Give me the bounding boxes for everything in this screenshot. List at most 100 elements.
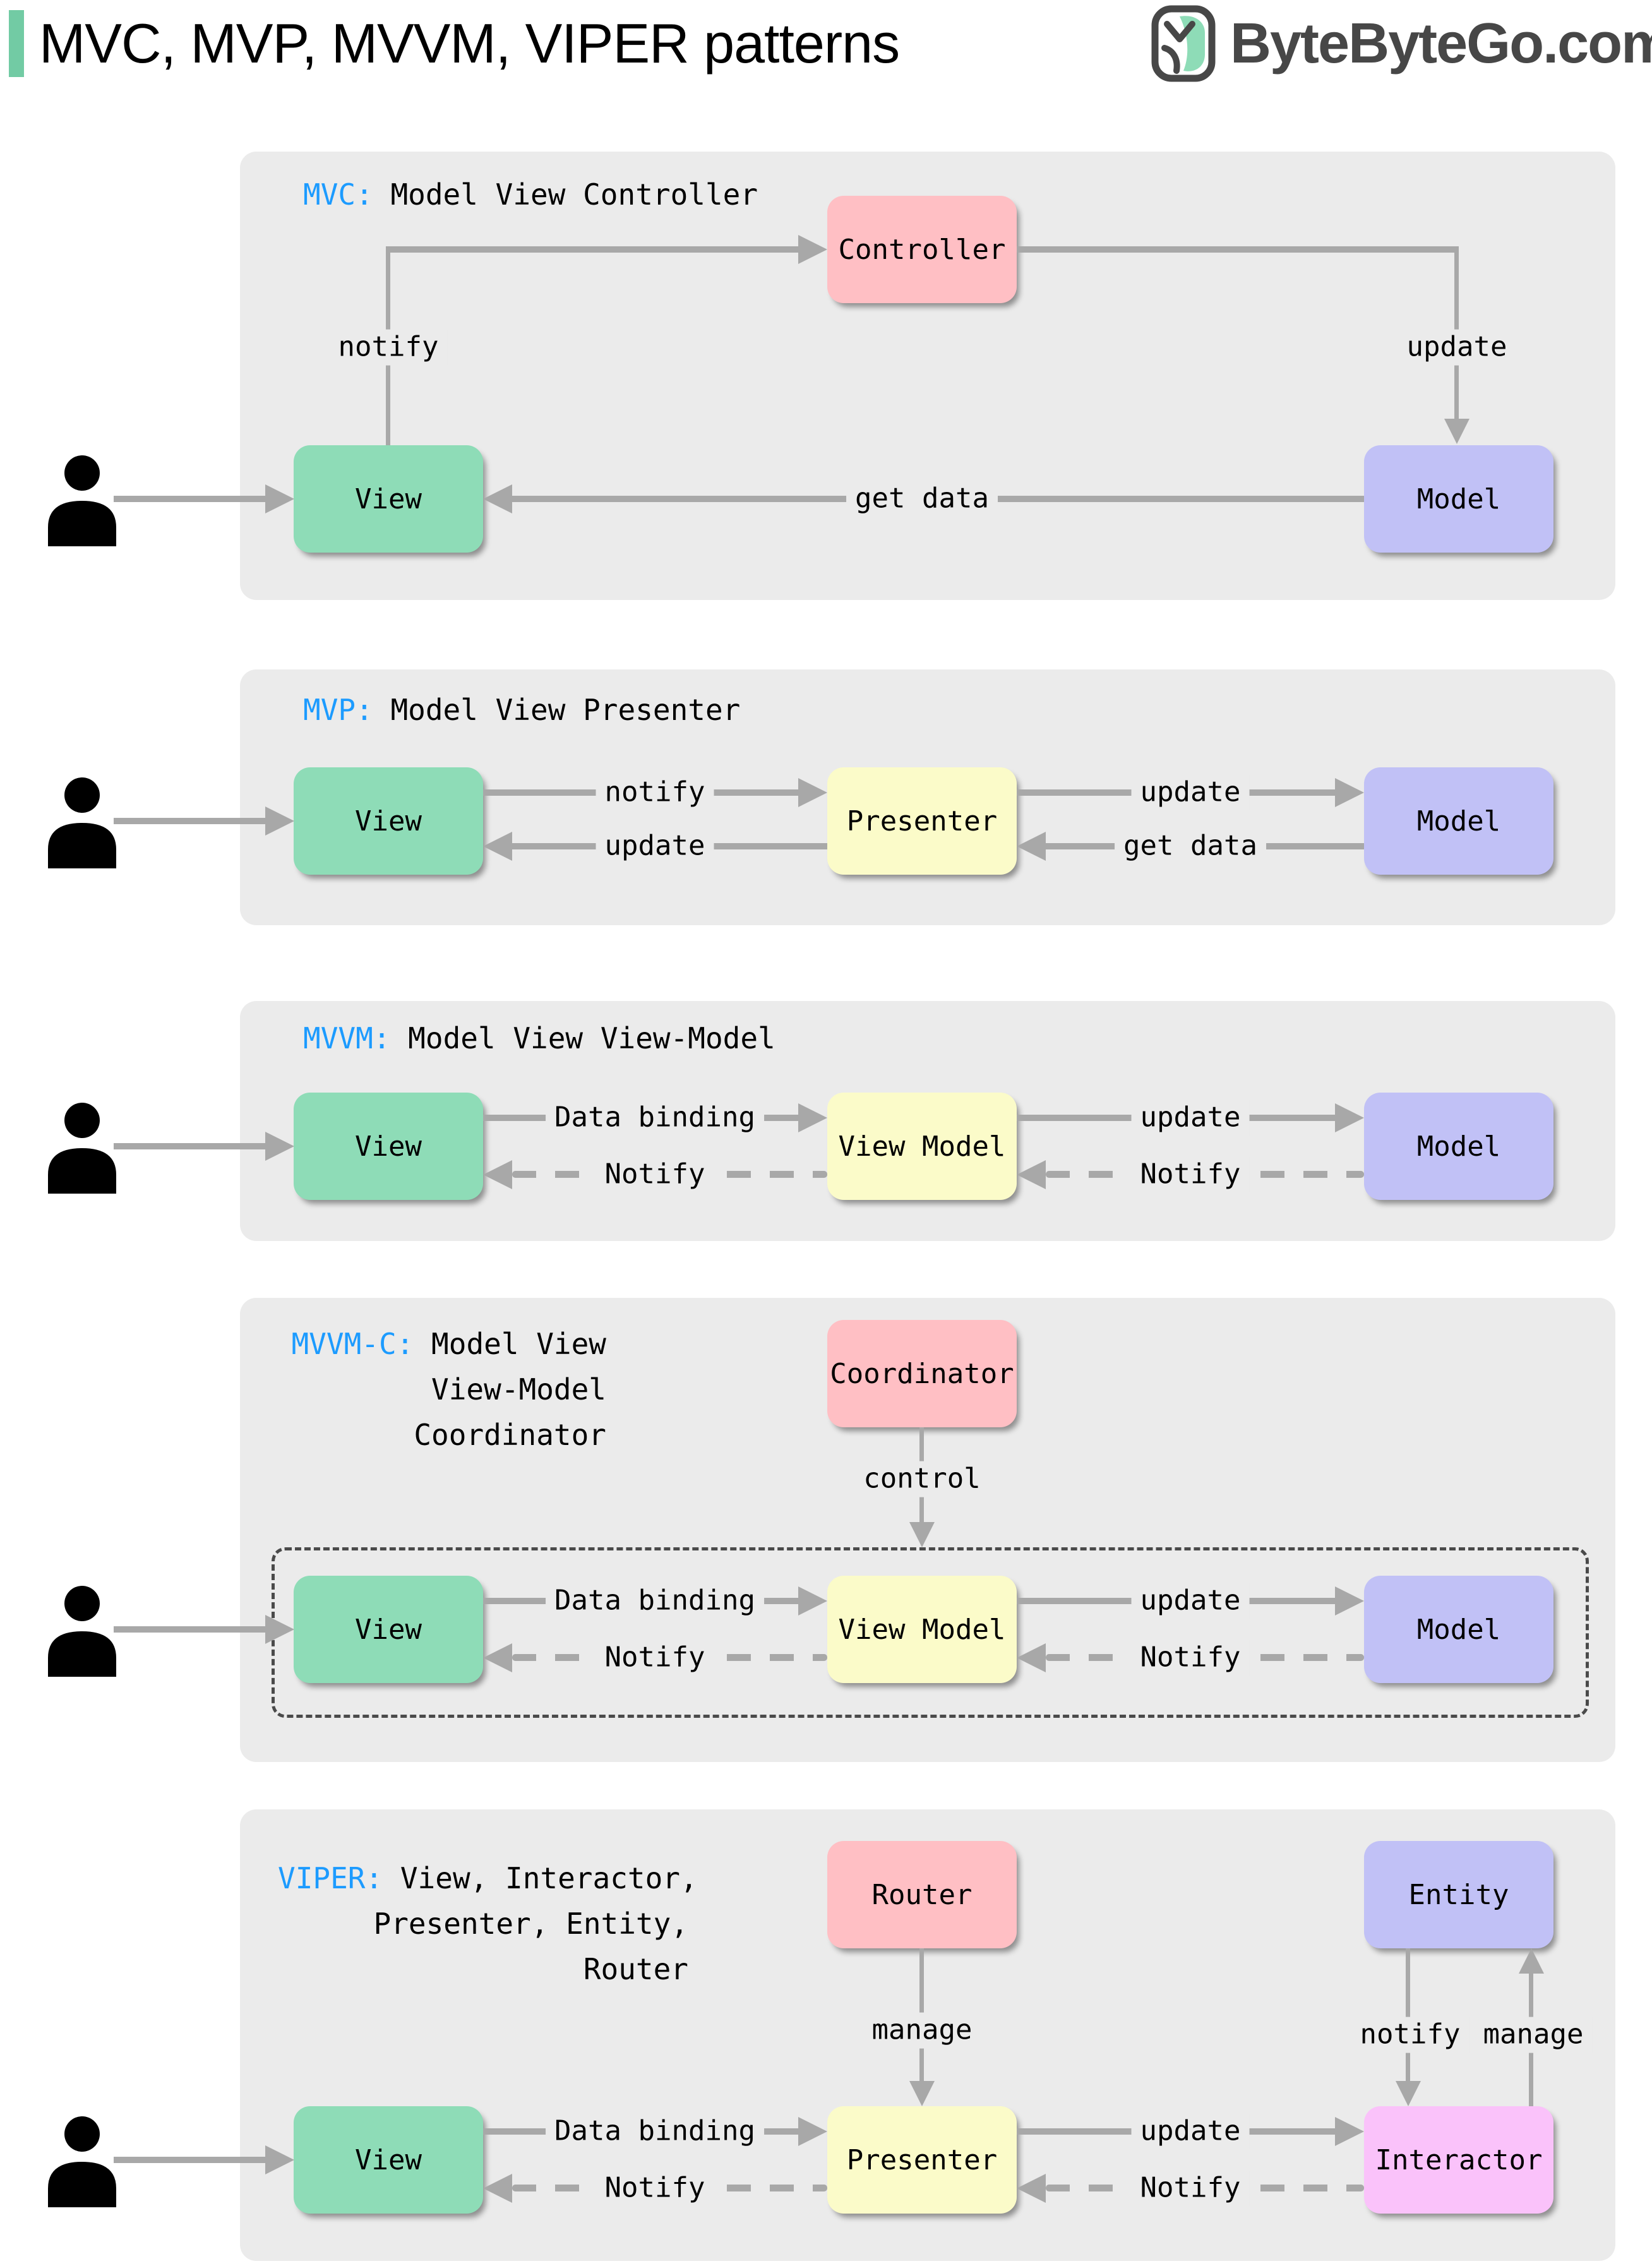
mvvmc-coordinator-box: Coordinator	[827, 1320, 1017, 1427]
mvc-get-data-arrowhead	[483, 484, 512, 513]
mvp-update-view-label: update	[596, 828, 714, 865]
mvp-section-label: MVP: Model View Presenter	[303, 687, 740, 733]
viper-manage-entity-label: manage	[1474, 2017, 1593, 2053]
mvvm-user-arrow-line	[114, 1143, 265, 1149]
viper-notify-view-label: Notify	[596, 2170, 714, 2207]
mvp-update-model-label: update	[1131, 774, 1250, 811]
mvvmc-view-box: View	[294, 1576, 483, 1683]
mvp-tag: MVP:	[303, 693, 373, 727]
mvvm-data-binding-arrowhead	[798, 1103, 827, 1132]
mvvmc-control-label: control	[854, 1461, 990, 1497]
mvvmc-control-arrowhead	[909, 1522, 935, 1547]
viper-router-box: Router	[827, 1841, 1017, 1948]
viper-name-line1: VIPER: View, Interactor,	[278, 1855, 698, 1901]
title-accent-bar	[9, 10, 24, 77]
mvvm-view-model-box: View Model	[827, 1093, 1017, 1200]
viper-manage-entity-arrowhead	[1519, 1948, 1544, 1974]
mvc-user-arrow-line	[114, 496, 265, 502]
mvvm-name: Model View View-Model	[390, 1021, 775, 1055]
mvc-model-box: Model	[1364, 445, 1553, 553]
mvp-model-box: Model	[1364, 767, 1553, 875]
mvc-update-label: update	[1398, 329, 1516, 366]
mvc-tag: MVC:	[303, 177, 373, 212]
viper-interactor-box: Interactor	[1364, 2106, 1553, 2214]
mvc-update-arrowhead	[1444, 419, 1469, 444]
mvc-notify-label: notify	[329, 329, 448, 366]
user-icon	[48, 2116, 116, 2207]
mvp-notify-label: notify	[596, 774, 714, 811]
user-icon	[48, 455, 116, 546]
viper-user-arrow-line	[114, 2157, 265, 2163]
mvvm-section-label: MVVM: Model View View-Model	[303, 1016, 775, 1061]
mvc-view-box: View	[294, 445, 483, 553]
user-icon	[48, 1103, 116, 1194]
mvp-update-model-arrowhead	[1335, 778, 1364, 807]
mvvm-notify-view-arrowhead	[483, 1160, 512, 1189]
mvc-notify-line-horizontal	[386, 246, 798, 253]
mvvm-view-box: View	[294, 1093, 483, 1200]
mvc-update-line-horizontal	[1017, 246, 1459, 253]
user-icon	[48, 777, 116, 868]
mvvmc-update-arrowhead	[1335, 1586, 1364, 1616]
mvp-user-arrowhead	[265, 806, 294, 836]
mvc-get-data-label: get data	[846, 481, 998, 517]
viper-tag: VIPER:	[278, 1861, 383, 1895]
mvvm-user-arrowhead	[265, 1132, 294, 1161]
bytebytego-logo-icon	[1151, 5, 1216, 82]
mvvmc-name-line1: MVVM-C: Model View	[278, 1321, 606, 1367]
mvvm-notify-vm-arrowhead	[1017, 1160, 1046, 1189]
mvvmc-notify-view-arrowhead	[483, 1643, 512, 1672]
mvvm-model-box: Model	[1364, 1093, 1553, 1200]
viper-notify-view-arrowhead	[483, 2174, 512, 2203]
mvvmc-data-binding-arrowhead	[798, 1586, 827, 1616]
viper-manage-router-label: manage	[863, 2012, 981, 2049]
viper-view-box: View	[294, 2106, 483, 2214]
mvvmc-update-label: update	[1131, 1583, 1250, 1619]
mvc-notify-arrowhead	[798, 235, 827, 264]
mvp-get-data-label: get data	[1115, 828, 1266, 865]
viper-notify-presenter-label: Notify	[1131, 2170, 1250, 2207]
mvp-get-data-arrowhead	[1017, 832, 1046, 861]
viper-presenter-box: Presenter	[827, 2106, 1017, 2214]
viper-name1: View, Interactor,	[383, 1861, 698, 1895]
mvc-user-arrowhead	[265, 484, 294, 513]
viper-name-line2: Presenter, Entity,	[373, 1907, 689, 1941]
viper-notify-entity-line	[1406, 1948, 1410, 2081]
mvvmc-model-box: Model	[1364, 1576, 1553, 1683]
mvvmc-user-arrowhead	[265, 1615, 294, 1644]
mvvmc-section-label: MVVM-C: Model View View-Model Coordinato…	[278, 1321, 606, 1458]
viper-notify-presenter-arrowhead	[1017, 2174, 1046, 2203]
viper-manage-router-arrowhead	[909, 2081, 935, 2106]
mvvm-tag: MVVM:	[303, 1021, 391, 1055]
mvp-presenter-box: Presenter	[827, 767, 1017, 875]
mvvm-notify-view-label: Notify	[596, 1156, 714, 1193]
viper-notify-entity-arrowhead	[1396, 2081, 1421, 2106]
mvc-section-label: MVC: Model View Controller	[303, 172, 758, 217]
user-icon	[48, 1586, 116, 1677]
mvvmc-notify-view-label: Notify	[596, 1640, 714, 1676]
viper-data-binding-arrowhead	[798, 2117, 827, 2146]
mvvm-update-label: update	[1131, 1100, 1250, 1136]
mvvmc-name1: Model View	[414, 1327, 606, 1361]
mvvmc-data-binding-label: Data binding	[546, 1583, 764, 1619]
mvvmc-view-model-box: View Model	[827, 1576, 1017, 1683]
mvvmc-user-arrow-line	[114, 1626, 265, 1633]
mvvm-data-binding-label: Data binding	[546, 1100, 764, 1136]
viper-entity-box: Entity	[1364, 1841, 1553, 1948]
viper-user-arrowhead	[265, 2145, 294, 2174]
mvp-user-arrow-line	[114, 818, 265, 824]
mvp-name: Model View Presenter	[373, 693, 741, 727]
mvc-controller-box: Controller	[827, 196, 1017, 303]
mvp-update-view-arrowhead	[483, 832, 512, 861]
viper-section-label: VIPER: View, Interactor, Presenter, Enti…	[278, 1855, 698, 1992]
logo-text: ByteByteGo.com	[1230, 11, 1652, 75]
mvvm-notify-vm-label: Notify	[1131, 1156, 1250, 1193]
mvp-view-box: View	[294, 767, 483, 875]
mvvm-update-arrowhead	[1335, 1103, 1364, 1132]
viper-update-arrowhead	[1335, 2117, 1364, 2146]
page-title: MVC, MVP, MVVM, VIPER patterns	[39, 12, 900, 75]
mvvmc-notify-vm-label: Notify	[1131, 1640, 1250, 1676]
mvvmc-name-line3: Coordinator	[414, 1418, 606, 1452]
viper-name-line3: Router	[583, 1952, 688, 1986]
mvc-name: Model View Controller	[373, 177, 758, 212]
